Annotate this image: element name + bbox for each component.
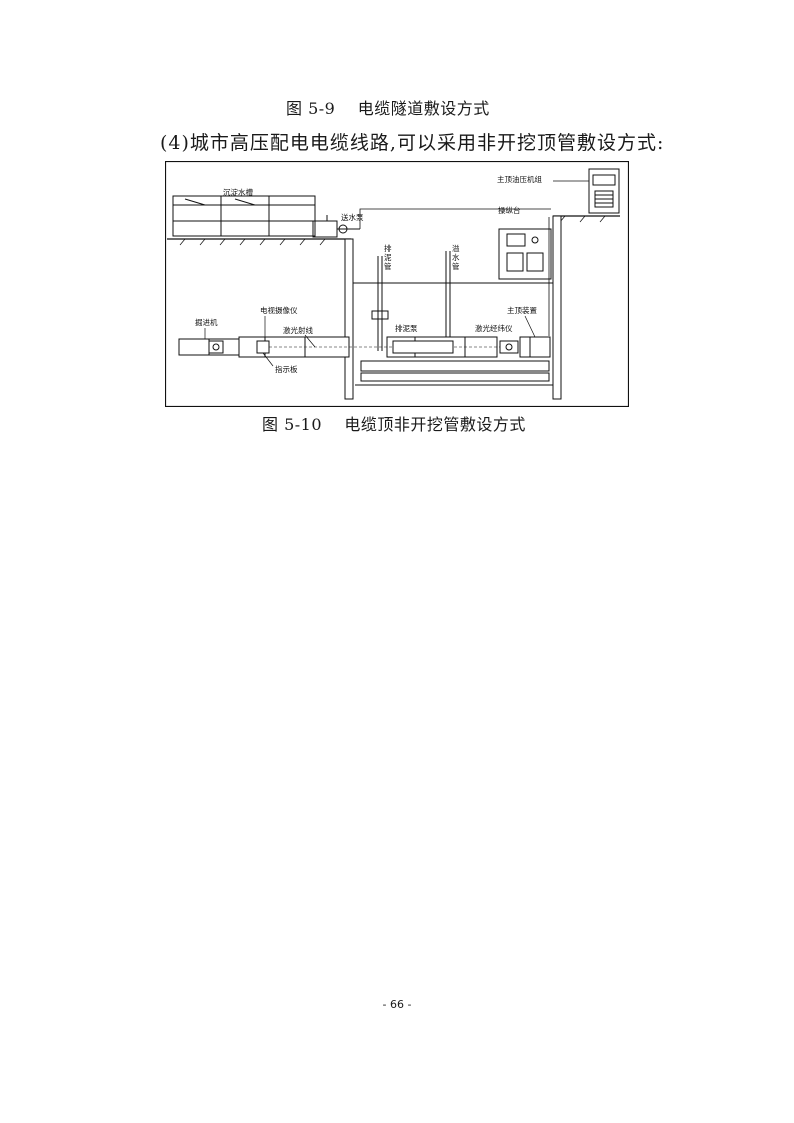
- label-hydraulic-unit: 主顶油压机组: [497, 174, 542, 184]
- label-main-jack: 主顶装置: [507, 305, 537, 315]
- tunneling-machine: [178, 338, 224, 356]
- ground-hatching: [179, 215, 606, 246]
- figure-caption-5-10: 图 5-10 电缆顶非开挖管敷设方式: [262, 415, 526, 434]
- label-drain-pipe-1: 排: [384, 243, 392, 253]
- hydraulic-unit: [588, 168, 620, 214]
- laser-theodolite: [499, 340, 519, 354]
- label-mud-pump: 排泥泵: [395, 323, 418, 333]
- page-number: - 66 -: [382, 998, 412, 1011]
- label-drain-pipe-3: 管: [384, 261, 392, 271]
- control-console: [498, 228, 552, 280]
- sediment-tank: [172, 195, 316, 237]
- overflow-pipe: [445, 251, 451, 341]
- label-drain-pipe-2: 泥: [384, 253, 392, 262]
- drain-pipe: [371, 256, 389, 351]
- label-overflow-pipe-1: 溢: [452, 243, 460, 253]
- label-laser-beam: 激光射线: [283, 325, 313, 335]
- water-pump: [312, 215, 360, 238]
- label-indicator-board: 指示板: [275, 364, 298, 374]
- label-tv-camera: 电视摄像仪: [260, 305, 298, 315]
- label-console: 操纵台: [498, 205, 521, 215]
- guide-rail-base: [355, 360, 553, 386]
- pipe-jacking-diagram: 沉淀水槽 送水泵 排 泥 管 溢 水 管: [165, 161, 629, 407]
- label-sediment-tank: 沉淀水槽: [223, 187, 253, 197]
- label-overflow-pipe-3: 管: [452, 261, 460, 271]
- jacking-shaft-wall-left: [344, 238, 354, 400]
- label-overflow-pipe-2: 水: [452, 252, 460, 262]
- mud-pump: [392, 340, 454, 354]
- body-paragraph: (4)城市高压配电电缆线路,可以采用非开挖顶管敷设方式:: [160, 132, 665, 154]
- figure-caption-5-9: 图 5-9 电缆隧道敷设方式: [286, 99, 490, 118]
- label-water-pump: 送水泵: [341, 212, 364, 222]
- jacking-shaft-wall-right: [552, 215, 562, 400]
- label-tunneling-machine: 掘进机: [195, 317, 218, 327]
- tv-camera: [256, 340, 270, 354]
- label-laser-theodolite: 激光经纬仪: [475, 323, 513, 333]
- main-jack: [519, 336, 551, 358]
